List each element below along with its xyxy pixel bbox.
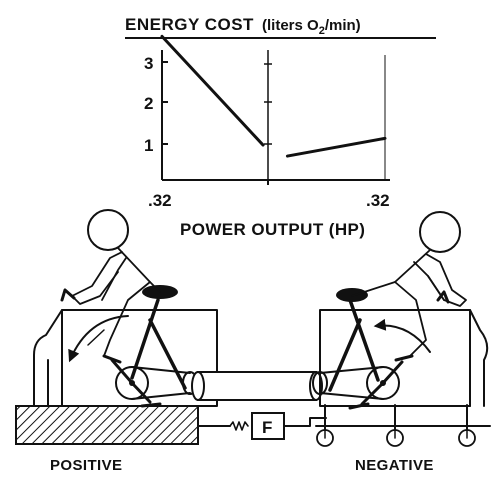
right-seat bbox=[336, 288, 368, 302]
x-tick-right: .32 bbox=[366, 191, 390, 210]
series-line-1 bbox=[160, 34, 265, 147]
left-rider-head bbox=[87, 209, 129, 251]
right-rider-head bbox=[419, 211, 461, 253]
x-axis-label: POWER OUTPUT (HP) bbox=[180, 220, 365, 239]
series-line-2 bbox=[285, 136, 387, 158]
coupling-box bbox=[197, 371, 317, 401]
series-layer bbox=[160, 34, 387, 158]
right-rotation-arrow bbox=[373, 318, 431, 353]
negative-ergometer bbox=[312, 211, 491, 447]
chart-title-units: (liters O2/min) bbox=[262, 17, 361, 37]
y-tick-label-1: 1 bbox=[144, 136, 153, 155]
floor-wheel-3 bbox=[458, 429, 476, 447]
ground-block bbox=[15, 405, 199, 445]
floor-wheel-1 bbox=[316, 429, 334, 447]
y-tick-3: 3 bbox=[144, 54, 168, 73]
left-rotation-arrow bbox=[68, 315, 129, 363]
left-frame-box bbox=[61, 309, 218, 407]
y-tick-2: 2 bbox=[144, 94, 168, 113]
y-tick-label-3: 3 bbox=[144, 54, 153, 73]
y-tick-label-2: 2 bbox=[144, 94, 153, 113]
positive-ergometer bbox=[15, 209, 218, 445]
positive-label: POSITIVE bbox=[50, 457, 122, 474]
floor-wheel-2 bbox=[386, 429, 404, 447]
x-tick-left: .32 bbox=[148, 191, 172, 210]
chart-title-units-end: /min) bbox=[325, 17, 361, 34]
force-label: F bbox=[262, 418, 272, 437]
y-tick-1: 1 bbox=[144, 136, 168, 155]
chart-title-units-start: (liters O bbox=[262, 17, 319, 34]
energy-chart: ENERGY COST (liters O2/min) 3 2 1 .32 . bbox=[125, 15, 436, 239]
negative-label: NEGATIVE bbox=[355, 457, 434, 474]
chart-title: ENERGY COST bbox=[125, 15, 254, 34]
chart-title-units-subscript: 2 bbox=[319, 25, 325, 37]
